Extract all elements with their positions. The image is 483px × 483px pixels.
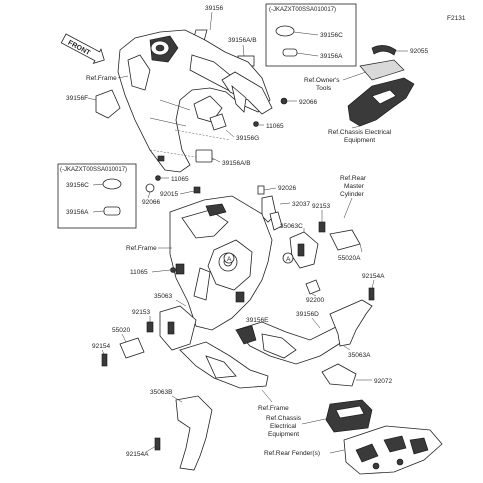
grommet-11065-top bbox=[253, 121, 259, 127]
label-35063: 35063 bbox=[154, 293, 172, 300]
label-39156a-left: 39156A bbox=[66, 209, 89, 216]
label-39156c-top: 39156C bbox=[320, 32, 343, 39]
nut-92015 bbox=[193, 186, 201, 194]
label-39156a-top: 39156A bbox=[320, 53, 343, 60]
main-frame bbox=[169, 195, 273, 331]
label-39156g: 39156G bbox=[236, 135, 259, 142]
diagram-id: F2131 bbox=[447, 15, 466, 22]
bracket-35063b bbox=[175, 395, 213, 471]
seal-c-left bbox=[102, 178, 122, 190]
label-39156f: 39156F bbox=[66, 95, 88, 102]
bolt-92154a-low bbox=[154, 437, 161, 451]
owners-tools-kit bbox=[359, 59, 405, 81]
seal-pad-middle bbox=[193, 95, 223, 123]
label-92072: 92072 bbox=[374, 378, 392, 385]
ref-chassis-elec-low: Ref.Chassis bbox=[266, 415, 302, 422]
front-arrow-icon: FRONT bbox=[60, 33, 105, 64]
bracket-32037 bbox=[261, 195, 283, 231]
rear-subframe-right bbox=[235, 317, 359, 365]
label-39156: 39156 bbox=[205, 5, 223, 12]
seal-a-left bbox=[103, 206, 121, 216]
bolt-92154a-right bbox=[368, 287, 375, 301]
label-11065-mid: 11065 bbox=[171, 176, 189, 183]
label-39156ab-mid: 39156A/B bbox=[222, 160, 251, 167]
ref-rear-fender: Ref.Rear Fender(s) bbox=[264, 450, 320, 457]
label-11065-top: 11065 bbox=[266, 123, 284, 130]
ref-chassis-elec-top: Ref.Chassis Electrical bbox=[328, 129, 392, 136]
bracket-35063a bbox=[329, 299, 373, 347]
ref-frame-low: Ref.Frame bbox=[258, 405, 289, 412]
label-92026: 92026 bbox=[278, 185, 296, 192]
label-35063c: 35063C bbox=[280, 223, 303, 230]
seal-a-top bbox=[282, 48, 298, 57]
ref-owners-tools: Ref.Owner's bbox=[304, 77, 340, 84]
label-35063b: 35063B bbox=[150, 389, 172, 396]
label-39156ab-top: 39156A/B bbox=[228, 37, 257, 44]
ref-chassis-elec-low-3: Equipment bbox=[268, 431, 299, 438]
bolt-92153-right bbox=[318, 221, 326, 233]
label-92200: 92200 bbox=[306, 297, 324, 304]
clip-92066-top bbox=[280, 97, 288, 105]
marker-a-left-icon bbox=[223, 252, 235, 264]
grommet-11065-mid bbox=[155, 175, 161, 181]
seal-c-top bbox=[275, 25, 295, 37]
grommet-11065-low bbox=[170, 267, 176, 273]
ref-chassis-elec-top-2: Equipment bbox=[344, 137, 375, 144]
rear-subframe-left bbox=[179, 341, 269, 389]
footrest-55020 bbox=[119, 337, 145, 359]
label-32037: 32037 bbox=[292, 201, 310, 208]
label-92066-left: 92066 bbox=[142, 199, 160, 206]
label-39156d: 39156D bbox=[296, 311, 319, 318]
label-55020a: 55020A bbox=[338, 255, 361, 262]
bolt-92153-left bbox=[146, 321, 154, 333]
ref-frame-top: Ref.Frame bbox=[86, 75, 117, 82]
seal-39156f bbox=[95, 89, 121, 119]
tool-holder-bracket bbox=[221, 71, 273, 115]
ref-rear-master-2: Master bbox=[344, 183, 365, 190]
label-92154a-right: 92154A bbox=[362, 273, 385, 280]
label-92015: 92015 bbox=[160, 191, 178, 198]
washer-92200 bbox=[305, 279, 321, 295]
variant-code-top: (-JKAZXT00SSA010017) bbox=[269, 7, 336, 13]
label-55020: 55020 bbox=[112, 327, 130, 334]
label-92154: 92154 bbox=[92, 343, 110, 350]
upper-fairing-bracket bbox=[117, 29, 271, 173]
bracket-35063-left bbox=[159, 305, 197, 351]
ref-owners-tools-2: Tools bbox=[316, 85, 332, 92]
frame-mount-plate bbox=[205, 203, 227, 217]
ref-frame-mid: Ref.Frame bbox=[126, 245, 157, 252]
label-39156e: 39156E bbox=[246, 317, 269, 324]
bolt-92154 bbox=[101, 353, 108, 367]
label-92153-right: 92153 bbox=[312, 203, 330, 210]
strap-92055 bbox=[371, 45, 397, 56]
grommet-icon bbox=[157, 155, 165, 162]
bracket-35063c bbox=[289, 231, 319, 269]
clip-92066-left bbox=[145, 183, 155, 193]
label-92153-left: 92153 bbox=[132, 309, 150, 316]
variant-box-left: (-JKAZXT00SSA010017) 39156C 39156A bbox=[57, 163, 137, 229]
marker-a-right-icon bbox=[282, 252, 294, 264]
seal-39156g bbox=[209, 113, 227, 131]
frame-bushing bbox=[235, 291, 245, 303]
ref-rear-master: Ref.Rear bbox=[340, 175, 367, 182]
label-11065-low: 11065 bbox=[130, 269, 148, 276]
label-39156c-left: 39156C bbox=[66, 182, 89, 189]
ref-rear-master-3: Cylinder bbox=[340, 191, 365, 198]
ref-chassis-elec-low-2: Electrical bbox=[270, 423, 297, 430]
label-92055: 92055 bbox=[410, 48, 428, 55]
label-35063a: 35063A bbox=[348, 352, 371, 359]
band-92072 bbox=[321, 363, 357, 387]
variant-box-top: (-JKAZXT00SSA010017) 39156C 39156A bbox=[265, 3, 357, 67]
marker-a-left: A bbox=[227, 256, 232, 263]
marker-a-right: A bbox=[286, 256, 291, 263]
label-92066-top: 92066 bbox=[299, 99, 317, 106]
collar-92026 bbox=[257, 185, 265, 195]
seal-39156ab-mid bbox=[195, 149, 213, 163]
variant-code-left: (-JKAZXT00SSA010017) bbox=[60, 167, 127, 173]
footrest-55020a bbox=[329, 229, 361, 251]
label-92154a-low: 92154A bbox=[126, 451, 149, 458]
frame-grommet bbox=[175, 263, 185, 275]
